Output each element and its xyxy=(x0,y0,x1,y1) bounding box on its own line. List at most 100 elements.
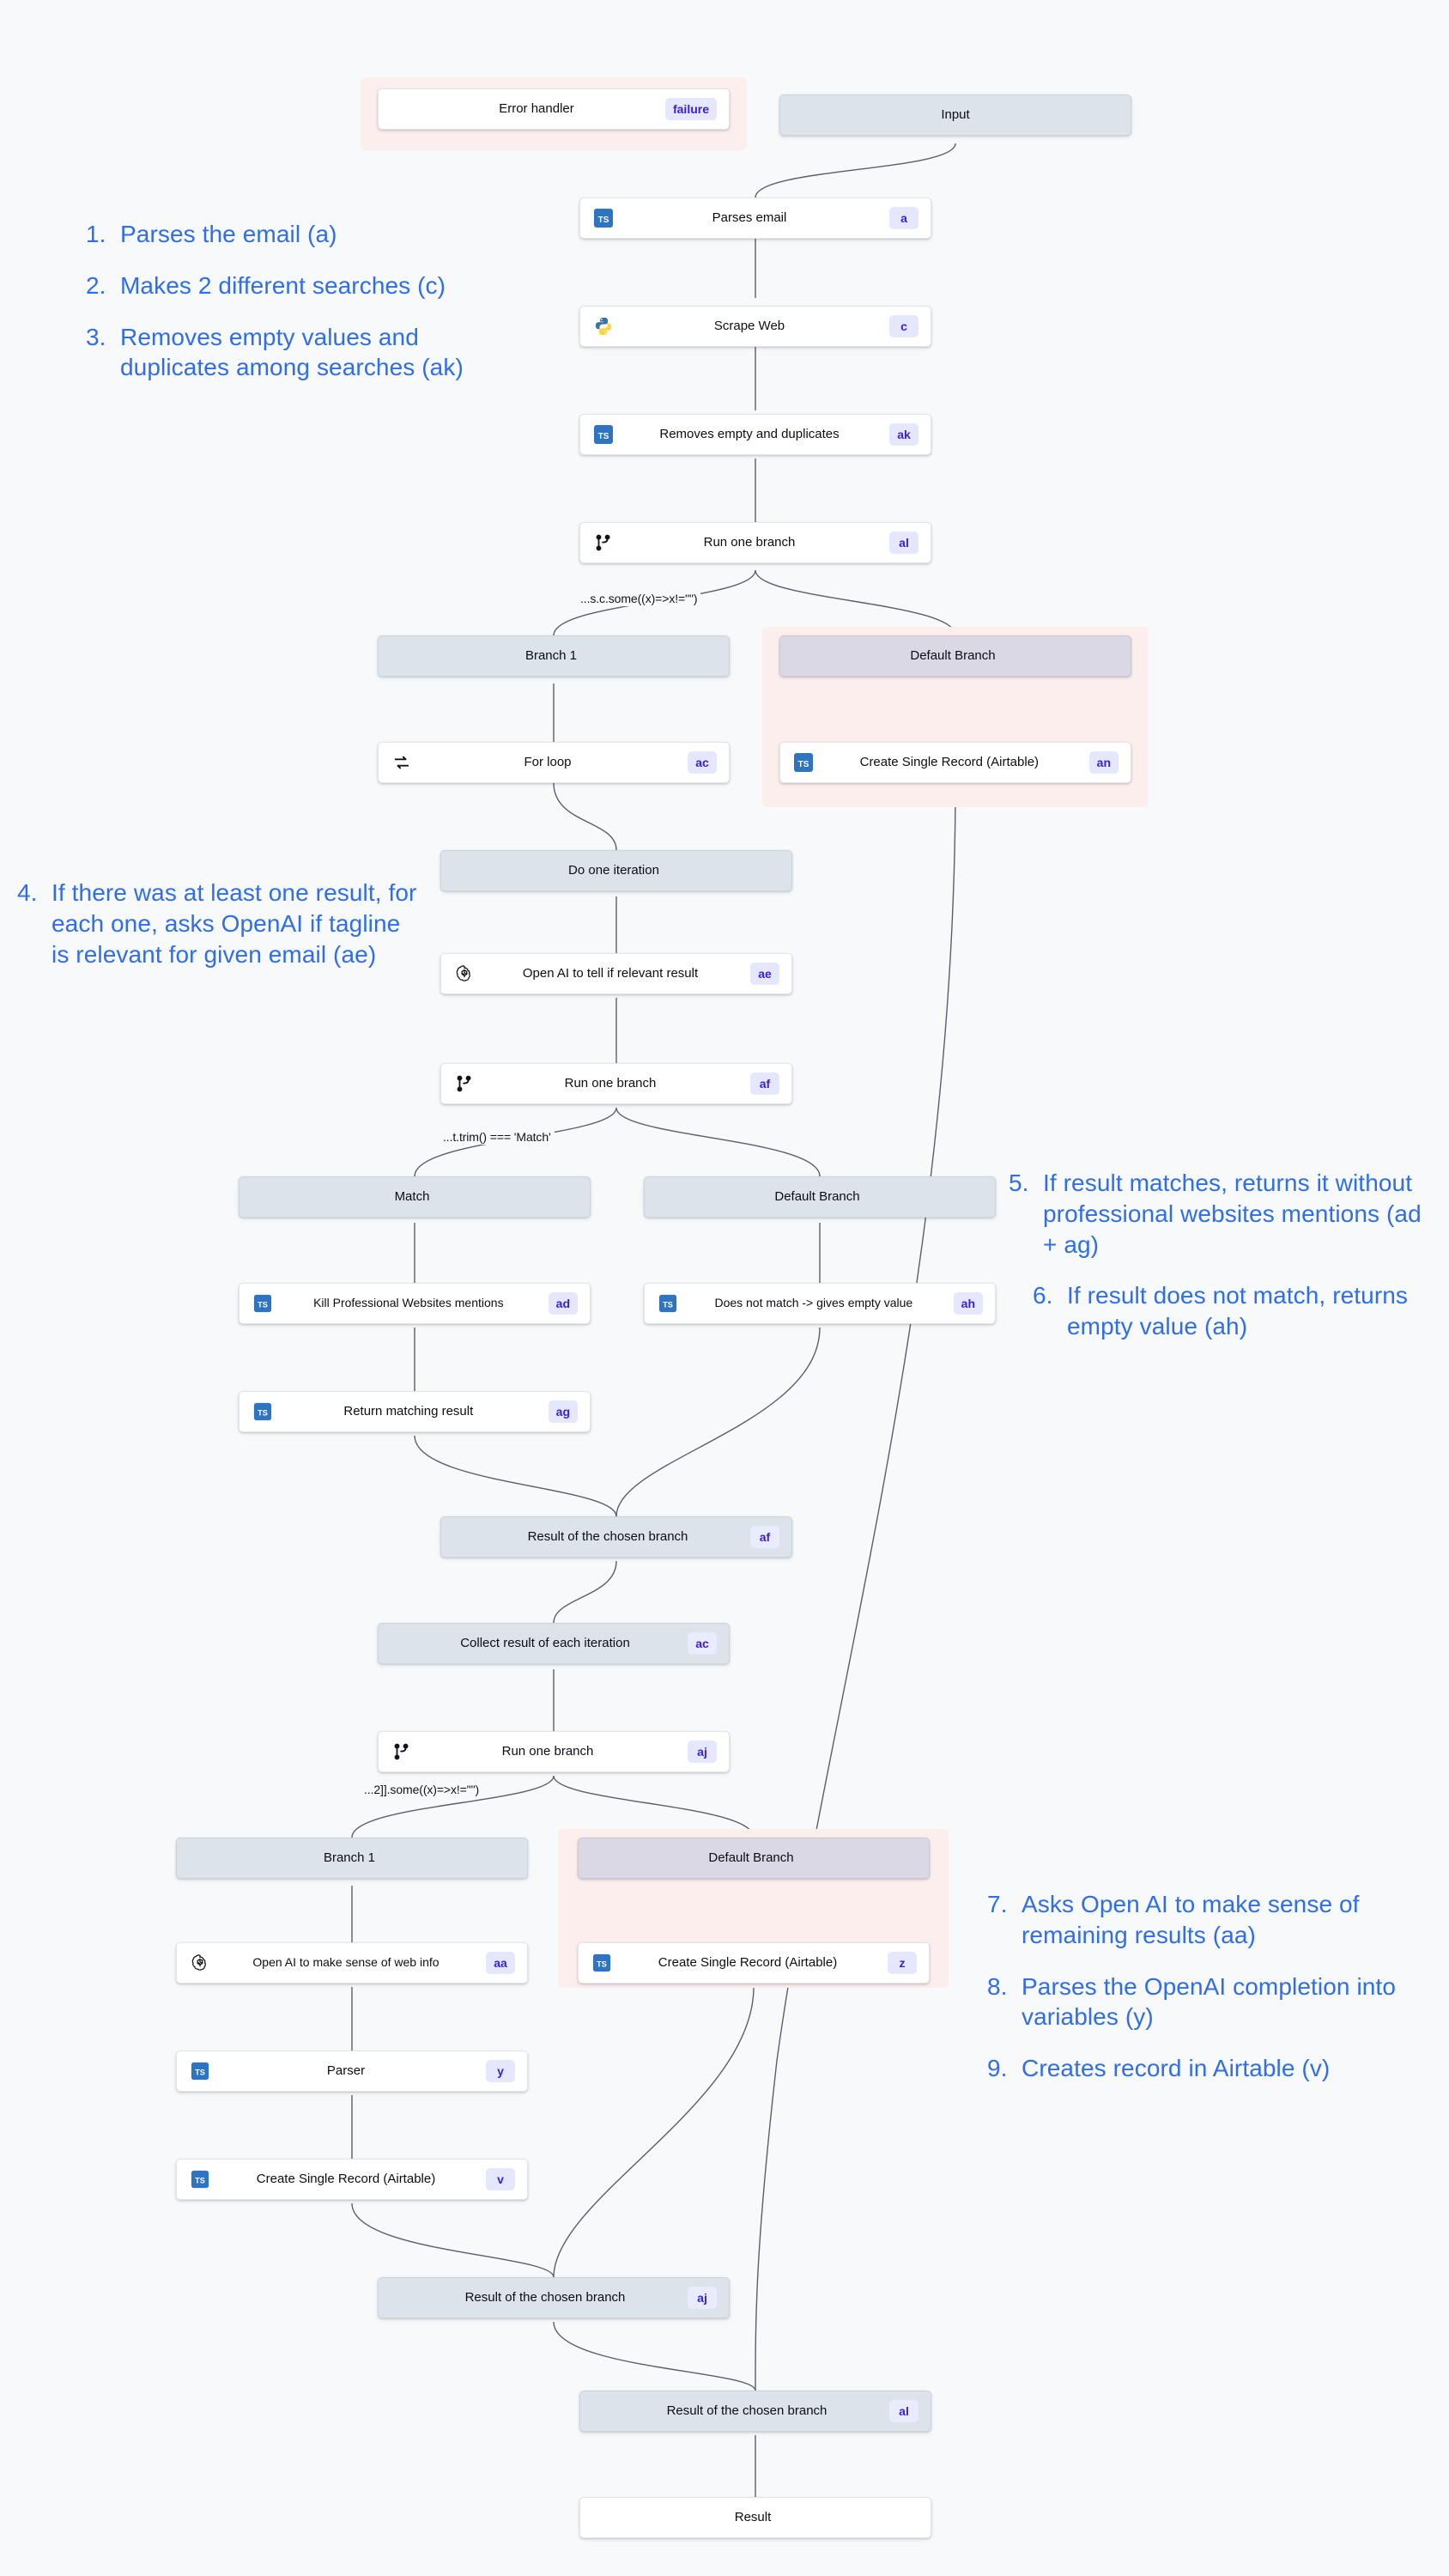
svg-text:TS: TS xyxy=(663,1301,673,1309)
typescript-icon: TS xyxy=(187,2166,213,2192)
annotation-item: 9. Creates record in Airtable (v) xyxy=(987,2053,1399,2084)
svg-text:TS: TS xyxy=(598,216,609,225)
node-badge: ae xyxy=(750,963,779,985)
typescript-icon: TS xyxy=(250,1291,276,1316)
node-badge: af xyxy=(750,1526,779,1548)
node-parses-email[interactable]: TS Parses email a xyxy=(579,197,931,239)
openai-icon xyxy=(452,961,477,987)
annotation-text: Parses the OpenAI completion into variab… xyxy=(1022,1972,1396,2031)
node-scrape-web[interactable]: Scrape Web c xyxy=(579,306,931,347)
node-create-record-an[interactable]: TS Create Single Record (Airtable) an xyxy=(779,742,1131,783)
typescript-icon: TS xyxy=(589,1950,615,1976)
annotation-text: Parses the email (a) xyxy=(120,221,337,247)
node-badge: c xyxy=(889,315,919,337)
node-create-record-v[interactable]: TS Create Single Record (Airtable) v xyxy=(176,2159,528,2200)
node-label: Does not match -> gives empty value xyxy=(714,1296,913,1310)
typescript-icon: TS xyxy=(250,1399,276,1425)
node-for-loop[interactable]: For loop ac xyxy=(378,742,730,783)
node-label: Default Branch xyxy=(774,1188,860,1204)
typescript-icon: TS xyxy=(591,205,616,231)
node-badge: failure xyxy=(664,98,717,120)
annotation-number: 2. xyxy=(86,271,106,299)
node-label: Open AI to tell if relevant result xyxy=(522,965,699,981)
typescript-icon: TS xyxy=(591,422,616,447)
node-openai-relevant-result[interactable]: Open AI to tell if relevant result ae xyxy=(440,953,792,994)
node-do-one-iteration[interactable]: Do one iteration xyxy=(440,850,792,891)
node-badge: y xyxy=(486,2060,515,2082)
node-branch-1-bottom[interactable]: Branch 1 xyxy=(176,1838,528,1879)
annotation-item: 3. Removes empty values and duplicates a… xyxy=(86,322,532,384)
annotation-number: 6. xyxy=(1033,1282,1053,1309)
node-label: Match xyxy=(394,1188,430,1204)
node-parser[interactable]: TS Parser y xyxy=(176,2050,528,2092)
annotation-number: 1. xyxy=(86,221,106,247)
node-default-branch-bottom[interactable]: Default Branch xyxy=(578,1838,930,1879)
annotation-item: 1. Parses the email (a) xyxy=(86,219,532,250)
node-removes-empty-duplicates[interactable]: TS Removes empty and duplicates ak xyxy=(579,414,931,455)
node-run-one-branch-aj[interactable]: Run one branch aj xyxy=(378,1731,730,1772)
branch-icon xyxy=(389,1739,415,1765)
node-label: For loop xyxy=(524,754,572,769)
node-badge: ac xyxy=(688,1632,717,1655)
node-default-branch-mid[interactable]: Default Branch xyxy=(644,1176,996,1218)
annotation-list-left-mid: 4. If there was at least one result, for… xyxy=(17,878,421,990)
annotation-number: 5. xyxy=(1009,1170,1029,1196)
annotation-text: Makes 2 different searches (c) xyxy=(120,271,446,299)
annotation-text: Creates record in Airtable (v) xyxy=(1022,2055,1331,2082)
annotation-item: 8. Parses the OpenAI completion into var… xyxy=(987,1971,1399,2033)
svg-text:TS: TS xyxy=(258,1301,268,1309)
node-label: Input xyxy=(941,106,970,122)
node-branch-1-top[interactable]: Branch 1 xyxy=(378,635,730,677)
svg-text:TS: TS xyxy=(597,1960,607,1969)
node-run-one-branch-al[interactable]: Run one branch al xyxy=(579,522,931,563)
node-badge: z xyxy=(888,1952,917,1974)
annotation-list-right-mid: 5. If result matches, returns it without… xyxy=(1009,1168,1438,1363)
node-result-chosen-branch-af[interactable]: Result of the chosen branch af xyxy=(440,1516,792,1558)
node-badge: ad xyxy=(548,1292,578,1315)
edge-label-cond-top: ...s.c.some((x)=>x!="") xyxy=(577,591,701,606)
annotation-text: Asks Open AI to make sense of remaining … xyxy=(1022,1891,1360,1948)
node-label: Result of the chosen branch xyxy=(527,1528,688,1544)
node-does-not-match[interactable]: TS Does not match -> gives empty value a… xyxy=(644,1283,996,1324)
node-label: Result of the chosen branch xyxy=(666,2403,828,2418)
edge-label-cond-bottom: ...2]].some((x)=>x!="") xyxy=(361,1782,483,1797)
node-label: Kill Professional Websites mentions xyxy=(313,1296,504,1310)
node-kill-professional-websites-mentions[interactable]: TS Kill Professional Websites mentions a… xyxy=(239,1283,591,1324)
node-result[interactable]: Result xyxy=(579,2497,931,2538)
node-input[interactable]: Input xyxy=(779,94,1131,136)
node-badge: an xyxy=(1088,751,1119,774)
node-error-handler[interactable]: Error handler failure xyxy=(378,88,730,130)
node-label: Removes empty and duplicates xyxy=(659,426,840,441)
node-label: Error handler xyxy=(499,100,574,116)
node-result-chosen-branch-al[interactable]: Result of the chosen branch al xyxy=(579,2391,931,2432)
node-openai-make-sense-web-info[interactable]: Open AI to make sense of web info aa xyxy=(176,1942,528,1984)
svg-text:TS: TS xyxy=(195,2069,205,2077)
node-collect-result-each-iteration[interactable]: Collect result of each iteration ac xyxy=(378,1623,730,1664)
node-label: Branch 1 xyxy=(524,647,578,663)
node-badge: ah xyxy=(953,1292,983,1315)
annotation-text: If result matches, returns it without pr… xyxy=(1043,1170,1422,1258)
node-result-chosen-branch-aj[interactable]: Result of the chosen branch aj xyxy=(378,2277,730,2318)
node-default-branch-top[interactable]: Default Branch xyxy=(779,635,1131,677)
node-label: Collect result of each iteration xyxy=(460,1635,630,1650)
svg-text:TS: TS xyxy=(258,1409,268,1418)
node-run-one-branch-af[interactable]: Run one branch af xyxy=(440,1063,792,1104)
svg-text:TS: TS xyxy=(798,760,809,769)
node-label: Scrape Web xyxy=(713,318,785,333)
annotation-number: 3. xyxy=(86,323,106,350)
annotation-number: 7. xyxy=(987,1891,1008,1917)
annotation-item: 6. If result does not match, returns emp… xyxy=(1033,1280,1438,1342)
node-badge: v xyxy=(486,2168,515,2190)
node-label: Result of the chosen branch xyxy=(464,2289,626,2305)
node-badge: ak xyxy=(889,423,919,446)
annotation-number: 9. xyxy=(987,2055,1008,2082)
node-badge: aa xyxy=(486,1952,515,1974)
node-label: Run one branch xyxy=(501,1743,594,1759)
annotation-item: 4. If there was at least one result, for… xyxy=(17,878,421,969)
node-match-branch[interactable]: Match xyxy=(239,1176,591,1218)
node-return-matching-result[interactable]: TS Return matching result ag xyxy=(239,1391,591,1432)
branch-icon xyxy=(452,1071,477,1097)
node-create-record-z[interactable]: TS Create Single Record (Airtable) z xyxy=(578,1942,930,1984)
svg-text:TS: TS xyxy=(195,2177,205,2185)
